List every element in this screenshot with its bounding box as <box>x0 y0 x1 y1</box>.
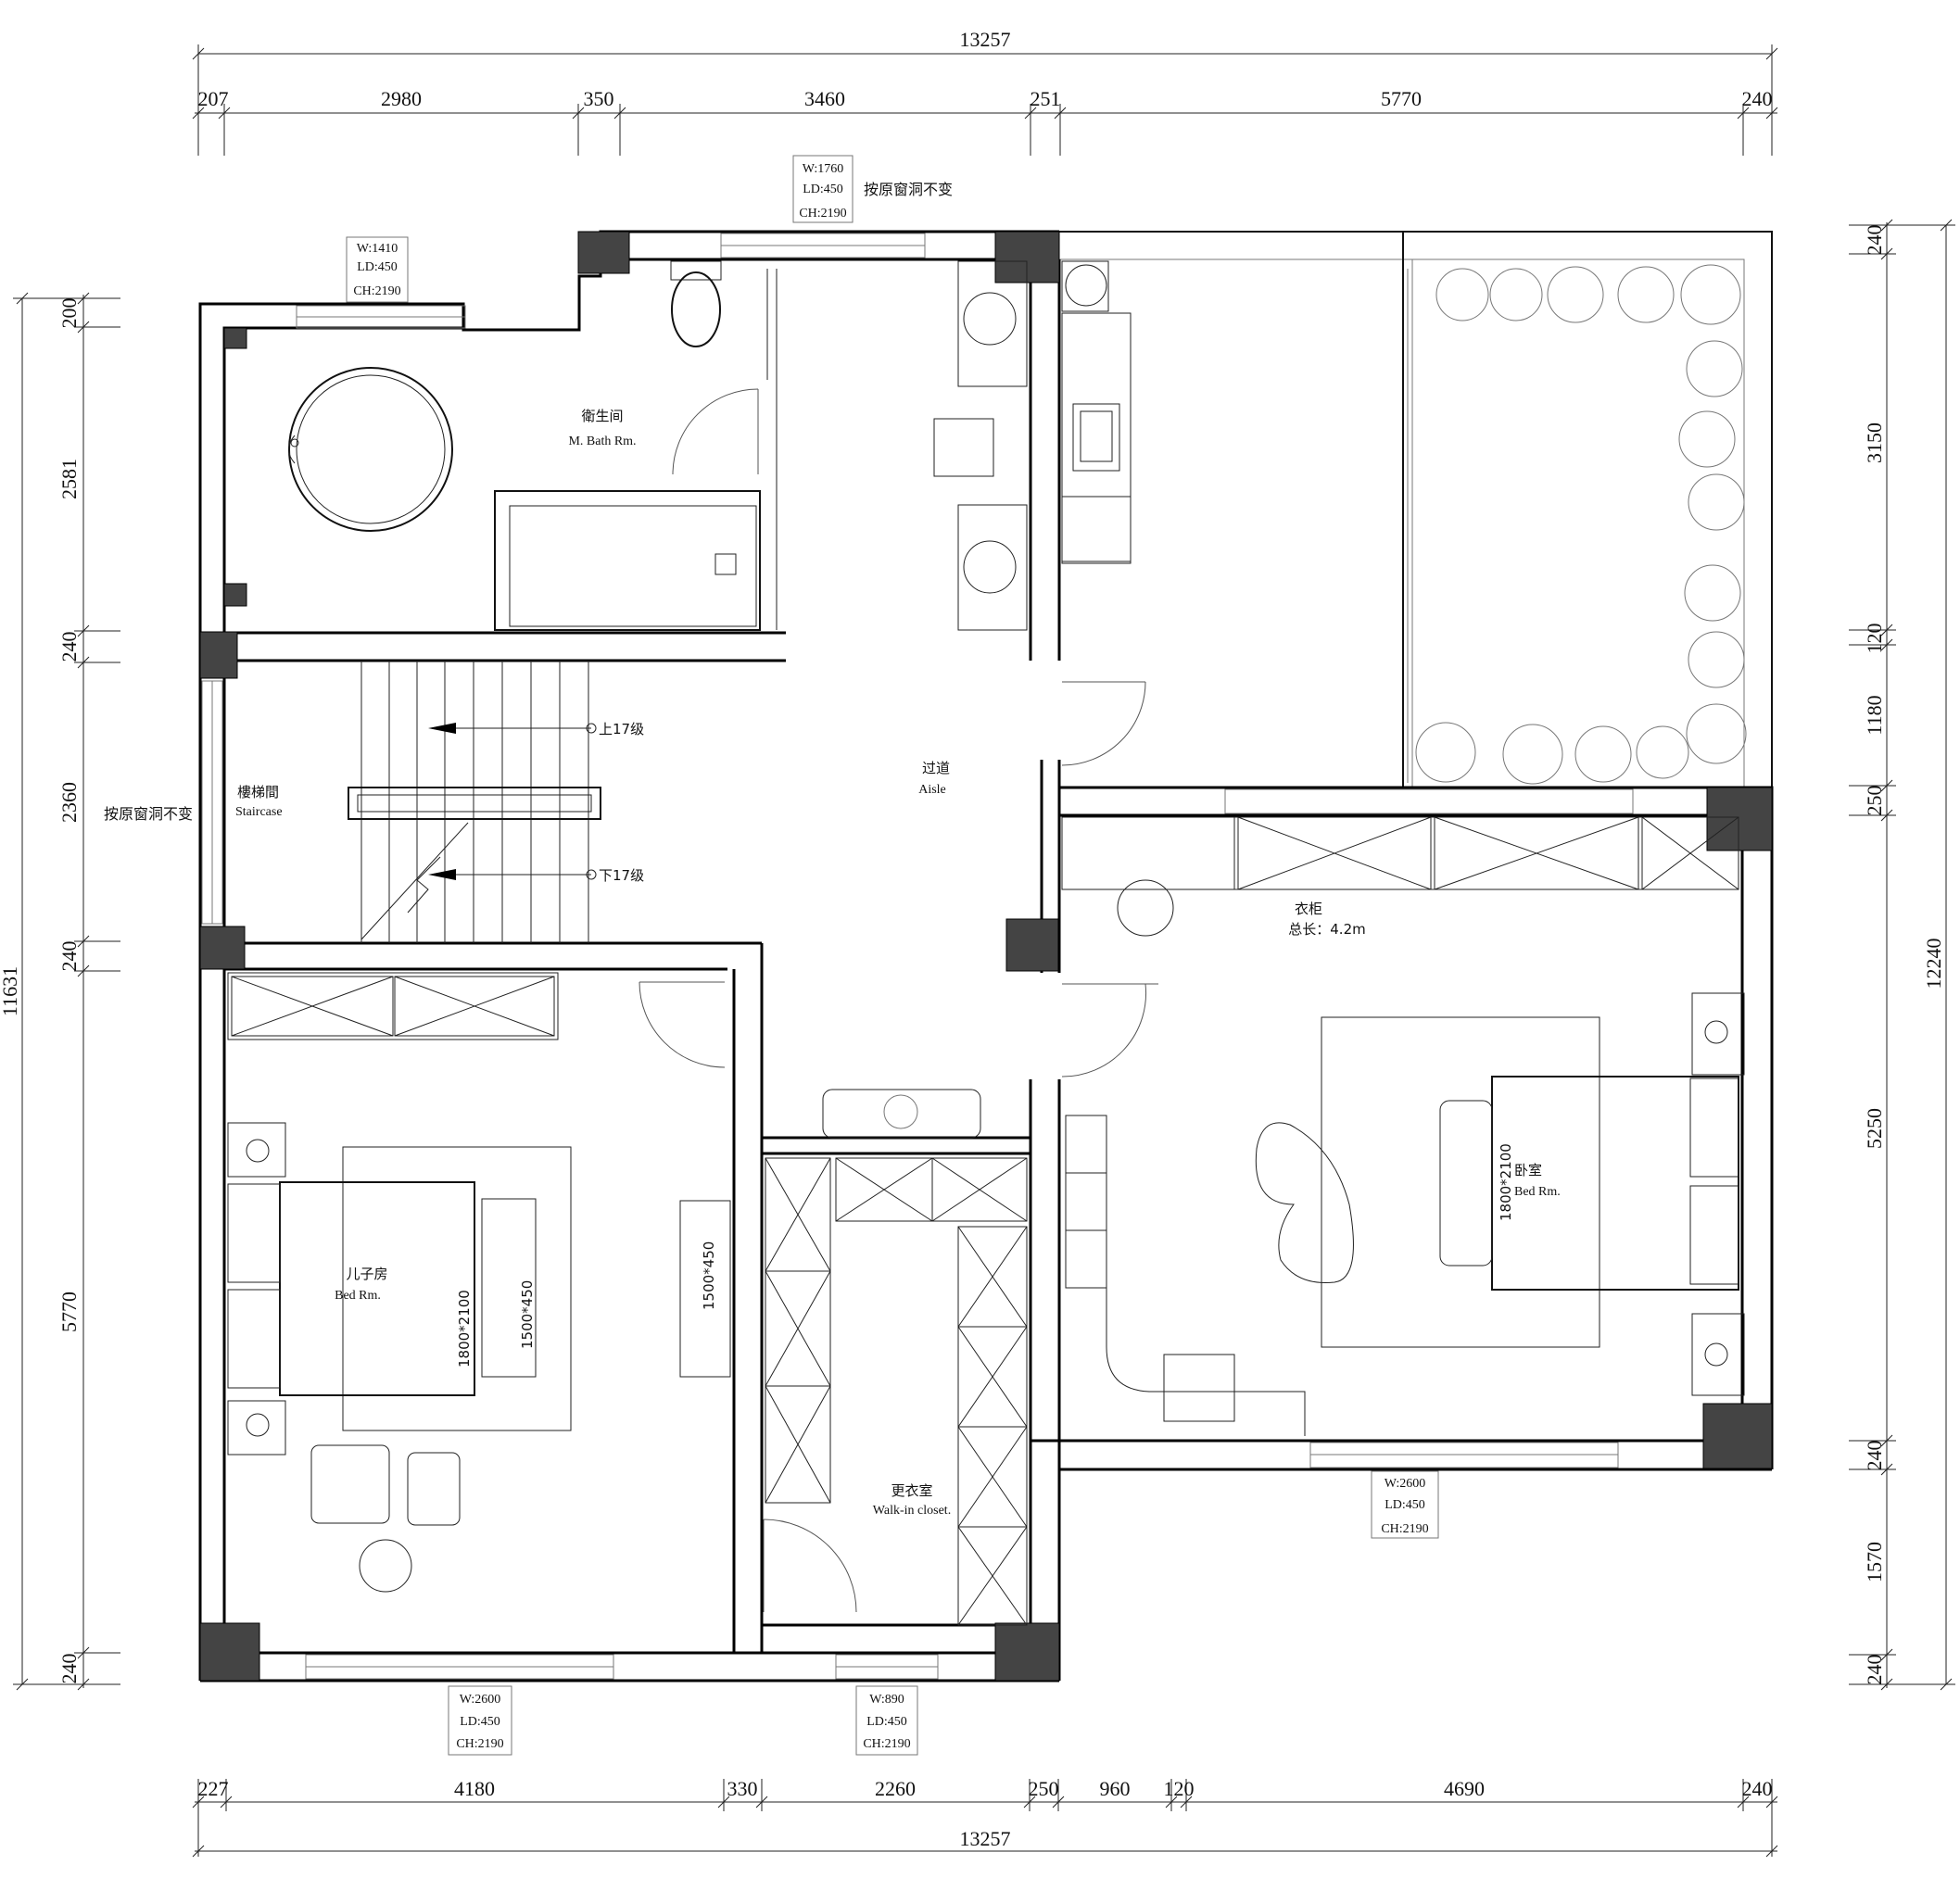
right-dimension-lines <box>1849 219 1955 1691</box>
closet-window-ld: LD:450 <box>866 1715 907 1729</box>
wardrobe-label: 衣柜 <box>1295 901 1322 917</box>
bath-left-window-ch: CH:2190 <box>353 284 400 298</box>
dim-top-2: 2980 <box>381 87 422 110</box>
wardrobe-length: 总长：4.2m <box>1288 921 1365 938</box>
dim-bottom-7: 120 <box>1164 1777 1195 1800</box>
dim-right-4: 1180 <box>1863 695 1886 735</box>
dim-left-5: 240 <box>57 941 81 972</box>
bath-label-cn: 衛生间 <box>581 408 623 424</box>
bath-top-window-ld: LD:450 <box>803 183 843 196</box>
windows <box>201 233 1634 1680</box>
dim-top-3: 350 <box>584 87 614 110</box>
dim-left-1: 200 <box>57 298 81 329</box>
planter-plants <box>1415 264 1747 785</box>
son-room-furniture <box>227 972 857 1613</box>
closet-window-ch: CH:2190 <box>863 1737 910 1751</box>
son-room-label-cn: 儿子房 <box>346 1266 387 1282</box>
master-bed <box>1065 992 1745 1436</box>
dim-top-6: 5770 <box>1381 87 1422 110</box>
structural-columns <box>199 231 1773 1682</box>
son-room-label-en: Bed Rm. <box>335 1289 381 1303</box>
master-bed-label-cn: 卧室 <box>1514 1162 1542 1178</box>
dim-right-total: 12240 <box>1922 939 1945 989</box>
bath-top-window-note: 按原窗洞不变 <box>864 181 953 198</box>
dim-total-top: 13257 <box>960 28 1011 51</box>
top-dimension-lines <box>192 44 1778 156</box>
dim-bottom-5: 250 <box>1029 1777 1059 1800</box>
dim-bottom-9: 240 <box>1742 1777 1773 1800</box>
window-label-boxes <box>346 155 1439 1756</box>
son-window-ch: CH:2190 <box>456 1737 503 1751</box>
dim-bottom-3: 330 <box>727 1777 758 1800</box>
son-desk-size: 1500*450 <box>519 1280 536 1349</box>
dim-bottom-1: 227 <box>198 1777 229 1800</box>
son-window-w: W:2600 <box>460 1693 501 1707</box>
stair-window-note: 按原窗洞不变 <box>104 805 193 823</box>
son-tv-size: 1500*450 <box>701 1241 717 1310</box>
son-bed-size: 1800*2100 <box>456 1290 473 1367</box>
dim-right-7: 240 <box>1863 1441 1886 1471</box>
master-wardrobe <box>1061 816 1739 937</box>
dim-left-6: 5770 <box>57 1292 81 1332</box>
dim-bottom-2: 4180 <box>454 1777 495 1800</box>
dim-left-3: 240 <box>57 632 81 662</box>
dim-left-4: 2360 <box>57 782 81 823</box>
bottom-dimension-lines <box>192 1779 1778 1858</box>
dim-right-5: 250 <box>1863 786 1886 816</box>
master-bed-label-en: Bed Rm. <box>1514 1185 1561 1199</box>
exterior-walls <box>198 230 1774 1682</box>
master-window-ch: CH:2190 <box>1381 1522 1428 1536</box>
dim-left-2: 2581 <box>57 459 81 499</box>
staircase-steps <box>348 661 601 943</box>
bath-top-window-ch: CH:2190 <box>799 207 846 221</box>
bath-left-window-ld: LD:450 <box>357 260 398 274</box>
dim-right-8: 1570 <box>1863 1542 1886 1582</box>
aisle-label-cn: 过道 <box>922 760 950 776</box>
staircase-label-en: Staircase <box>235 805 283 819</box>
dim-top-7: 240 <box>1742 87 1773 110</box>
aisle-label-en: Aisle <box>918 783 946 797</box>
dim-left-7: 240 <box>57 1654 81 1684</box>
aisle-doors <box>639 681 1158 1139</box>
dim-left-total: 11631 <box>0 966 21 1016</box>
stair-up-label: 上17级 <box>599 721 644 737</box>
master-window-w: W:2600 <box>1385 1477 1426 1491</box>
left-dimension-lines <box>13 292 120 1691</box>
closet-window-w: W:890 <box>869 1693 904 1707</box>
master-window-ld: LD:450 <box>1385 1498 1425 1512</box>
bath-fixtures <box>288 260 1028 631</box>
dim-right-2: 3150 <box>1863 422 1886 463</box>
bath-top-window-w: W:1760 <box>803 162 844 176</box>
dim-right-1: 240 <box>1863 225 1886 256</box>
closet-cabinets <box>765 1157 1028 1626</box>
bath-left-window-w: W:1410 <box>357 242 398 256</box>
dim-bottom-4: 2260 <box>875 1777 916 1800</box>
stair-down-label: 下17级 <box>599 867 644 884</box>
dim-bottom-8: 4690 <box>1444 1777 1485 1800</box>
dim-total-bottom: 13257 <box>960 1827 1011 1850</box>
master-bed-size: 1800*2100 <box>1498 1143 1514 1221</box>
dim-top-4: 3460 <box>804 87 845 110</box>
son-window-ld: LD:450 <box>460 1715 500 1729</box>
bath-label-en: M. Bath Rm. <box>568 435 636 448</box>
staircase-label-cn: 樓梯間 <box>237 784 279 800</box>
dim-top-1: 207 <box>198 87 229 110</box>
dim-bottom-6: 960 <box>1100 1777 1131 1800</box>
utility-area <box>1061 260 1132 564</box>
dim-right-9: 240 <box>1863 1655 1886 1685</box>
dim-right-6: 5250 <box>1863 1108 1886 1149</box>
dim-right-3: 120 <box>1863 624 1886 654</box>
dim-top-5: 251 <box>1031 87 1061 110</box>
closet-label-cn: 更衣室 <box>891 1482 932 1499</box>
closet-label-en: Walk-in closet. <box>873 1504 951 1518</box>
